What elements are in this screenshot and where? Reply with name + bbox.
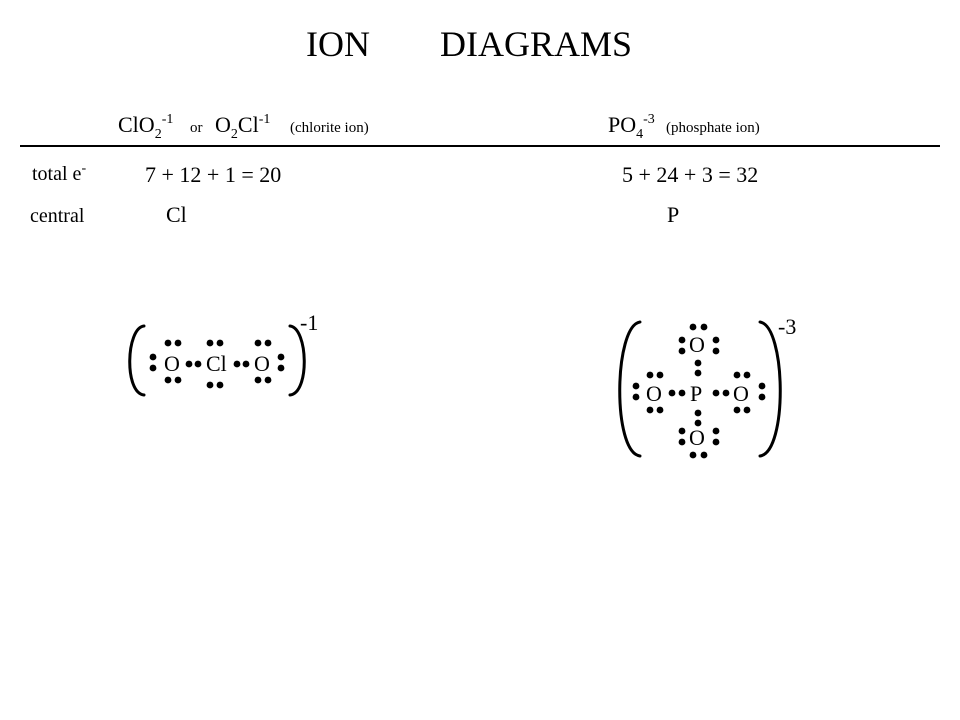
electron-dot <box>646 406 654 414</box>
electron-dot <box>733 371 741 379</box>
electron-dot <box>264 376 272 384</box>
electron-dot <box>678 389 686 397</box>
chlorite-header: ClO2-1 or O2Cl-1 (chlorite ion) <box>118 112 369 142</box>
electron-dot <box>656 406 664 414</box>
chlorite-formula-b: O2Cl-1 <box>215 112 270 142</box>
or-text: or <box>190 120 203 136</box>
electron-dot <box>149 364 157 372</box>
electron-dot <box>668 389 676 397</box>
chlorite-right-bracket <box>288 324 306 397</box>
electron-dot <box>206 381 214 389</box>
chlorite-left-bracket <box>128 324 146 397</box>
electron-dot <box>174 339 182 347</box>
electron-dot <box>233 360 241 368</box>
electron-dot <box>632 393 640 401</box>
phosphate-name: (phosphate ion) <box>666 120 760 136</box>
electron-dot <box>694 359 702 367</box>
phosphate-formula: PO4-3 <box>608 112 655 142</box>
electron-dot <box>254 376 262 384</box>
chlorite-formula-a: ClO2-1 <box>118 112 173 142</box>
electron-dot <box>264 339 272 347</box>
chlorite-atom-o-right: O <box>254 351 270 376</box>
electron-dot <box>164 339 172 347</box>
electron-dot <box>149 353 157 361</box>
electron-dot <box>700 451 708 459</box>
phosphate-atom-o-top: O <box>689 332 705 357</box>
phosphate-charge: -3 <box>778 314 796 339</box>
chlorite-total: 7 + 12 + 1 = 20 <box>145 162 281 187</box>
title-ion: ION <box>306 24 370 64</box>
electron-dot <box>678 427 686 435</box>
electron-dot <box>758 382 766 390</box>
phosphate-atom-o-right: O <box>733 381 749 406</box>
electron-dot <box>712 347 720 355</box>
electron-dot <box>632 382 640 390</box>
electron-dot <box>743 406 751 414</box>
electron-dot <box>254 339 262 347</box>
chlorite-atom-o-left: O <box>164 351 180 376</box>
electron-dot <box>712 336 720 344</box>
phosphate-right-bracket <box>758 320 782 458</box>
electron-dot <box>722 389 730 397</box>
chlorite-atom-cl: Cl <box>206 351 227 376</box>
phosphate-central: P <box>667 202 679 227</box>
electron-dot <box>733 406 741 414</box>
electron-dot <box>743 371 751 379</box>
electron-dot <box>277 353 285 361</box>
phosphate-lewis-diagram: -3 O O P O O <box>618 314 796 459</box>
chlorite-name: (chlorite ion) <box>290 120 369 136</box>
electron-dot <box>689 451 697 459</box>
electron-dot <box>678 438 686 446</box>
phosphate-left-bracket <box>618 320 642 458</box>
phosphate-total: 5 + 24 + 3 = 32 <box>622 162 758 187</box>
phosphate-atom-o-bottom: O <box>689 425 705 450</box>
electron-dot <box>164 376 172 384</box>
central-atom-label: central <box>30 205 85 227</box>
chlorite-charge: -1 <box>300 310 318 335</box>
electron-dot <box>694 369 702 377</box>
electron-dot <box>694 419 702 427</box>
electron-dot <box>277 364 285 372</box>
total-electrons-label: total e- <box>32 161 86 185</box>
electron-dot <box>194 360 202 368</box>
electron-dot <box>174 376 182 384</box>
electron-dot <box>678 347 686 355</box>
electron-dot <box>700 323 708 331</box>
electron-dot <box>678 336 686 344</box>
electron-dot <box>206 339 214 347</box>
electron-dot <box>712 389 720 397</box>
electron-dot <box>712 438 720 446</box>
title-diagrams: DIAGRAMS <box>440 24 632 64</box>
electron-dot <box>694 409 702 417</box>
chlorite-lewis-diagram: -1 O Cl O <box>128 310 318 397</box>
electron-dot <box>646 371 654 379</box>
electron-dot <box>242 360 250 368</box>
electron-dot <box>656 371 664 379</box>
electron-dot <box>712 427 720 435</box>
electron-dot <box>216 381 224 389</box>
phosphate-header: PO4-3 (phosphate ion) <box>608 112 760 142</box>
phosphate-atom-p: P <box>690 381 702 406</box>
chlorite-central: Cl <box>166 202 187 227</box>
electron-dot <box>758 393 766 401</box>
electron-dot <box>185 360 193 368</box>
electron-dot <box>689 323 697 331</box>
electron-dot <box>216 339 224 347</box>
phosphate-atom-o-left: O <box>646 381 662 406</box>
